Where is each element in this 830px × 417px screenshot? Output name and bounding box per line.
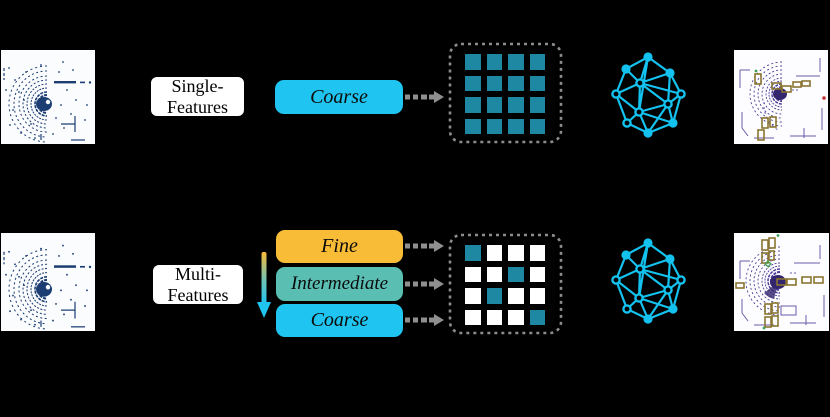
grid-cell-empty — [485, 265, 503, 283]
coarse-feature-button-multi[interactable]: Coarse — [276, 304, 403, 337]
grid-cell-empty — [528, 244, 546, 262]
dotted-arrow-icon — [405, 277, 445, 291]
grid-cell-filled — [528, 117, 546, 135]
grid-cell-filled — [528, 96, 546, 114]
grid-cell-filled — [464, 244, 482, 262]
intermediate-feature-button[interactable]: Intermediate — [276, 267, 403, 301]
feature-grid-single — [464, 53, 546, 135]
single-features-line2: Features — [167, 96, 228, 117]
grid-cell-empty — [485, 244, 503, 262]
single-output-detection-image — [734, 50, 828, 144]
grid-cell-filled — [528, 74, 546, 92]
grid-cell-filled — [507, 265, 525, 283]
multi-features-line1: Multi- — [174, 264, 221, 285]
fine-to-coarse-gradient-arrow-icon — [257, 252, 271, 318]
grid-cell-filled — [528, 53, 546, 71]
grid-cell-empty — [507, 308, 525, 326]
grid-cell-filled — [464, 53, 482, 71]
dotted-arrow-icon — [405, 313, 445, 327]
grid-cell-empty — [464, 287, 482, 305]
grid-cell-filled — [485, 287, 503, 305]
grid-cell-filled — [464, 74, 482, 92]
grid-cell-filled — [464, 96, 482, 114]
grid-cell-empty — [464, 265, 482, 283]
multi-features-label-box: Multi- Features — [150, 262, 246, 307]
grid-cell-empty — [507, 244, 525, 262]
fine-feature-button[interactable]: Fine — [276, 230, 403, 263]
dotted-arrow-icon — [405, 239, 445, 253]
grid-cell-filled — [485, 117, 503, 135]
grid-cell-filled — [528, 308, 546, 326]
grid-cell-filled — [507, 117, 525, 135]
grid-cell-filled — [464, 117, 482, 135]
grid-cell-filled — [507, 53, 525, 71]
fine-label: Fine — [321, 235, 358, 257]
grid-cell-empty — [464, 308, 482, 326]
coarse-label: Coarse — [310, 85, 368, 108]
grid-cell-filled — [485, 53, 503, 71]
dotted-arrow-icon — [405, 90, 445, 104]
grid-cell-empty — [528, 265, 546, 283]
grid-cell-empty — [507, 287, 525, 305]
relation-graph-icon — [605, 236, 700, 331]
grid-cell-empty — [485, 308, 503, 326]
relation-graph-icon — [605, 50, 700, 145]
coarse-feature-button-single[interactable]: Coarse — [275, 80, 403, 114]
feature-grid-multi — [464, 244, 546, 326]
single-input-lidar-image — [1, 50, 95, 144]
multi-input-lidar-image — [1, 233, 95, 331]
grid-cell-filled — [485, 74, 503, 92]
single-features-label-box: Single- Features — [148, 74, 247, 119]
grid-cell-filled — [507, 96, 525, 114]
multi-output-detection-image — [734, 233, 829, 331]
single-features-line1: Single- — [171, 76, 224, 97]
grid-cell-filled — [507, 74, 525, 92]
coarse-label: Coarse — [310, 309, 369, 331]
intermediate-label: Intermediate — [290, 273, 389, 294]
grid-cell-empty — [528, 287, 546, 305]
multi-features-line2: Features — [167, 284, 229, 305]
grid-cell-filled — [485, 96, 503, 114]
